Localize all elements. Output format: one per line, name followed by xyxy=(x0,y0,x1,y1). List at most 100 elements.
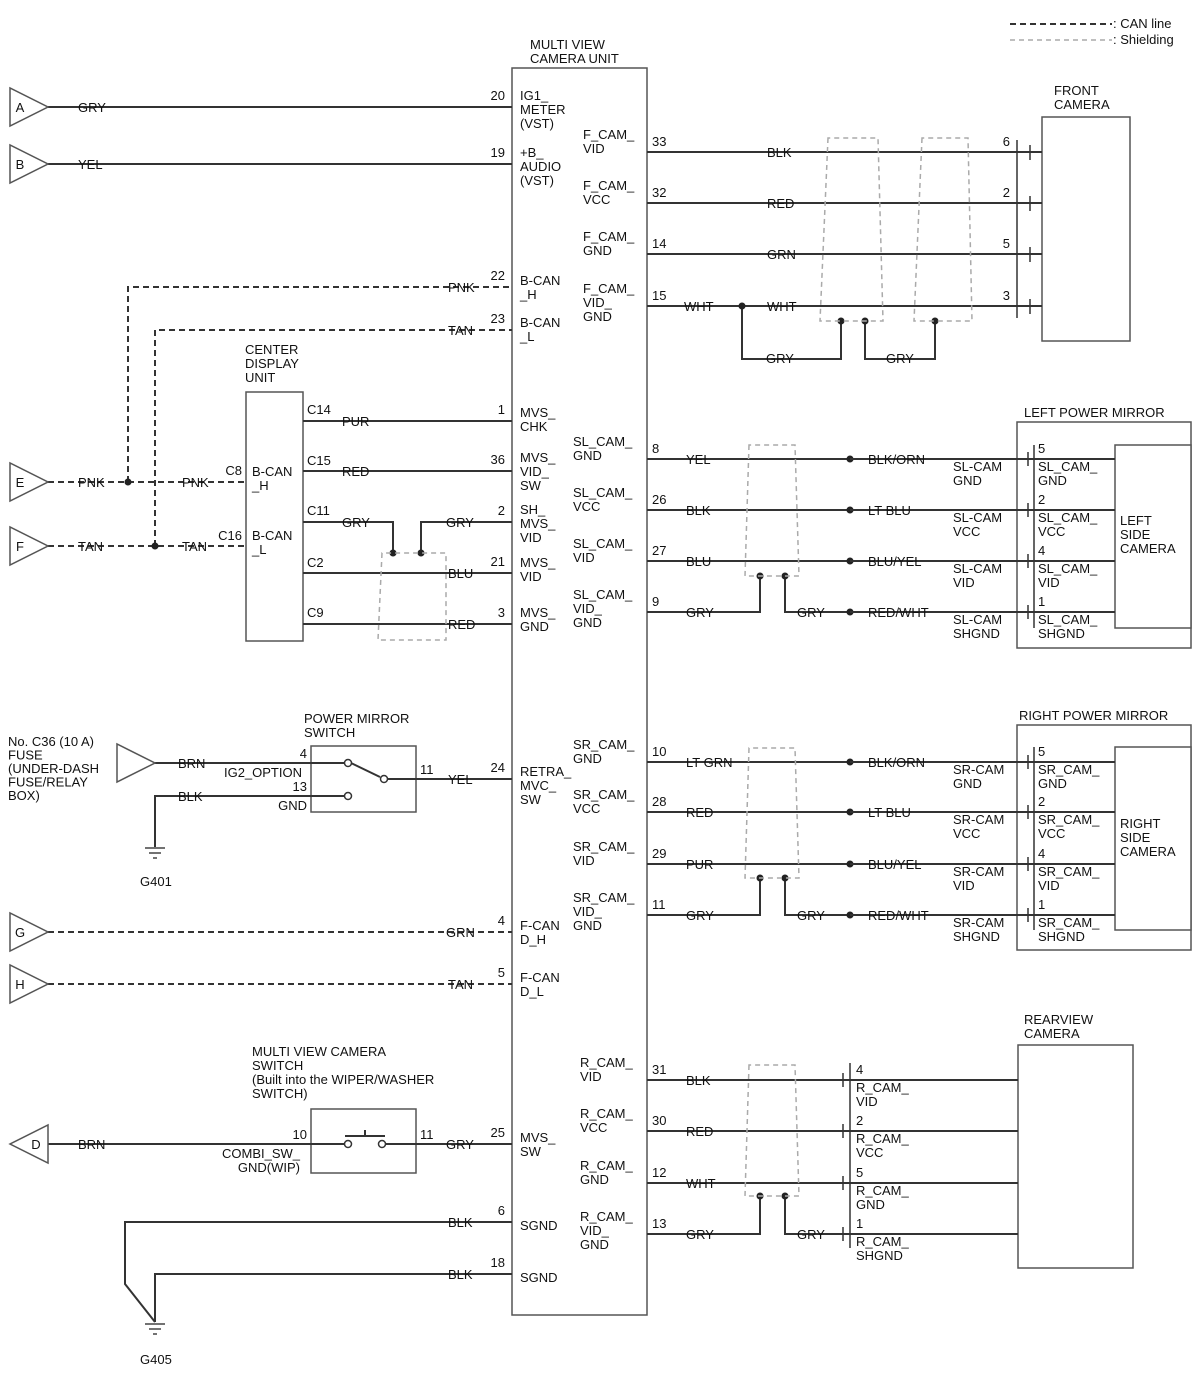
wire-color: PUR xyxy=(686,857,713,872)
wire-color: BLK/ORN xyxy=(868,452,925,467)
mvc-pin-number: 24 xyxy=(491,760,505,775)
rear-cam-mvc-pin: 30 xyxy=(652,1113,666,1128)
wire-color: RED/WHT xyxy=(868,908,929,923)
right-cam-cam-pin: 4 xyxy=(1038,846,1045,861)
rear-cam-pin: 1 xyxy=(856,1216,863,1231)
pm-switch-pin: 4 xyxy=(300,746,307,761)
front-cam-mvc-label: VID_ xyxy=(583,295,613,310)
wire-color: BLK xyxy=(448,1267,473,1282)
front-cam-mvc-label: F_CAM_ xyxy=(583,178,635,193)
left-cam-mvc-label: VCC xyxy=(573,499,600,514)
mvc-pin-number: 1 xyxy=(498,402,505,417)
left-cam-mirror-label: SL-CAM xyxy=(953,561,1002,576)
front-cam-mvc-pin: 15 xyxy=(652,288,666,303)
wire-color: BRN xyxy=(78,1137,105,1152)
mvc-pin-number: 25 xyxy=(491,1125,505,1140)
mvc-switch-pin: 11 xyxy=(420,1127,434,1142)
front-cam-mvc-label: GND xyxy=(583,309,612,324)
wire-color: GRN xyxy=(446,925,475,940)
connector-d xyxy=(8,1123,49,1165)
front-camera-box xyxy=(1041,116,1131,342)
right-cam-mvc-label: GND xyxy=(573,918,602,933)
mvc-pin-label: VID_ xyxy=(520,464,550,479)
wire-color: BLU/YEL xyxy=(868,857,921,872)
wire-color: WHT xyxy=(686,1176,716,1191)
pm-switch-pin-label: IG2_OPTION xyxy=(224,765,302,780)
left-cam-cam-label: VID xyxy=(1038,575,1060,590)
wire-color: BRN xyxy=(178,756,205,771)
right-cam-mvc-label: GND xyxy=(573,751,602,766)
left-cam-mvc-label: VID xyxy=(573,550,595,565)
wire-color: TAN xyxy=(448,323,473,338)
mvc-pin-label: _L xyxy=(519,329,534,344)
wire-color: GRY xyxy=(446,1137,474,1152)
wire-color: YEL xyxy=(448,772,473,787)
cdu-pin-label: B-CAN xyxy=(252,528,292,543)
connector-letter-d: D xyxy=(31,1137,40,1152)
cdu-pin-label: B-CAN xyxy=(252,464,292,479)
mvc-pin-label: D_H xyxy=(520,932,546,947)
connector-letter-e: E xyxy=(16,475,25,490)
rear-cam-mvc-label: R_CAM_ xyxy=(580,1106,634,1121)
mvc-pin-label: IG1_ xyxy=(520,88,549,103)
mvc-pin-label: SW xyxy=(520,792,542,807)
mvc-pin-label: SGND xyxy=(520,1270,558,1285)
wire-color: BLK xyxy=(448,1215,473,1230)
wire-color: BLK xyxy=(767,145,792,160)
right-cam-mvc-label: SR_CAM_ xyxy=(573,890,635,905)
right-cam-cam-label: SR_CAM_ xyxy=(1038,915,1100,930)
mvc-pin-number: 4 xyxy=(498,913,505,928)
left-cam-mirror-label: SL-CAM xyxy=(953,459,1002,474)
rear-cam-mvc-pin: 12 xyxy=(652,1165,666,1180)
front-camera-title: CAMERA xyxy=(1054,97,1110,112)
right-cam-mirror-label: SR-CAM xyxy=(953,812,1004,827)
right-cam-mirror-label: VID xyxy=(953,878,975,893)
center-display-unit-box xyxy=(245,391,304,642)
left-cam-mvc-label: SL_CAM_ xyxy=(573,536,633,551)
mvc-switch-title: SWITCH xyxy=(252,1058,303,1073)
mvc-pin-label: B-CAN xyxy=(520,273,560,288)
wire-color: WHT xyxy=(767,299,797,314)
left-cam-mirror-label: GND xyxy=(953,473,982,488)
mvc-switch-title: MULTI VIEW CAMERA xyxy=(252,1044,386,1059)
multi-view-camera-switch-box xyxy=(310,1108,417,1174)
connector-letter-h: H xyxy=(15,977,24,992)
cdu-pin: C14 xyxy=(307,402,331,417)
rear-cam-pin: 5 xyxy=(856,1165,863,1180)
left-cam-mvc-label: SL_CAM_ xyxy=(573,434,633,449)
left-cam-cam-label: VCC xyxy=(1038,524,1065,539)
rear-cam-mvc-pin: 31 xyxy=(652,1062,666,1077)
wire-color: BLK xyxy=(686,503,711,518)
cdu-pin: C8 xyxy=(225,463,242,478)
right-cam-mvc-label: SR_CAM_ xyxy=(573,839,635,854)
mvc-pin-label: VID xyxy=(520,530,542,545)
mvc-pin-number: 2 xyxy=(498,503,505,518)
left-cam-mvc-label: SL_CAM_ xyxy=(573,587,633,602)
connector-g xyxy=(9,911,50,953)
multi-view-camera-unit-box xyxy=(511,67,648,1316)
front-camera-title: FRONT xyxy=(1054,83,1099,98)
front-cam-mvc-label: VCC xyxy=(583,192,610,207)
cdu-pin: C16 xyxy=(218,528,242,543)
rear-cam-mvc-label: VID_ xyxy=(580,1223,610,1238)
left-cam-cam-label: GND xyxy=(1038,473,1067,488)
left-cam-cam-pin: 4 xyxy=(1038,543,1045,558)
wire-color: PNK xyxy=(182,475,209,490)
left-side-camera-box xyxy=(1114,444,1192,629)
fuse-label: FUSE xyxy=(8,748,43,763)
left-cam-mvc-pin: 26 xyxy=(652,492,666,507)
left-cam-mvc-label: SL_CAM_ xyxy=(573,485,633,500)
mvc-pin-label: SH_ xyxy=(520,502,546,517)
mvc-pin-label: _H xyxy=(519,287,537,302)
left-camera-title: LEFT xyxy=(1120,513,1152,528)
wire-color: YEL xyxy=(686,452,711,467)
wire-color: PNK xyxy=(78,475,105,490)
connector-e xyxy=(9,461,50,503)
wire-color: PUR xyxy=(342,414,369,429)
rear-cam-mvc-label: VID xyxy=(580,1069,602,1084)
mvc-pin-label: SW xyxy=(520,1144,542,1159)
ground-g401-label: G401 xyxy=(140,874,172,889)
mvc-pin-label: MVS_ xyxy=(520,1130,556,1145)
wire-color: GRN xyxy=(767,247,796,262)
